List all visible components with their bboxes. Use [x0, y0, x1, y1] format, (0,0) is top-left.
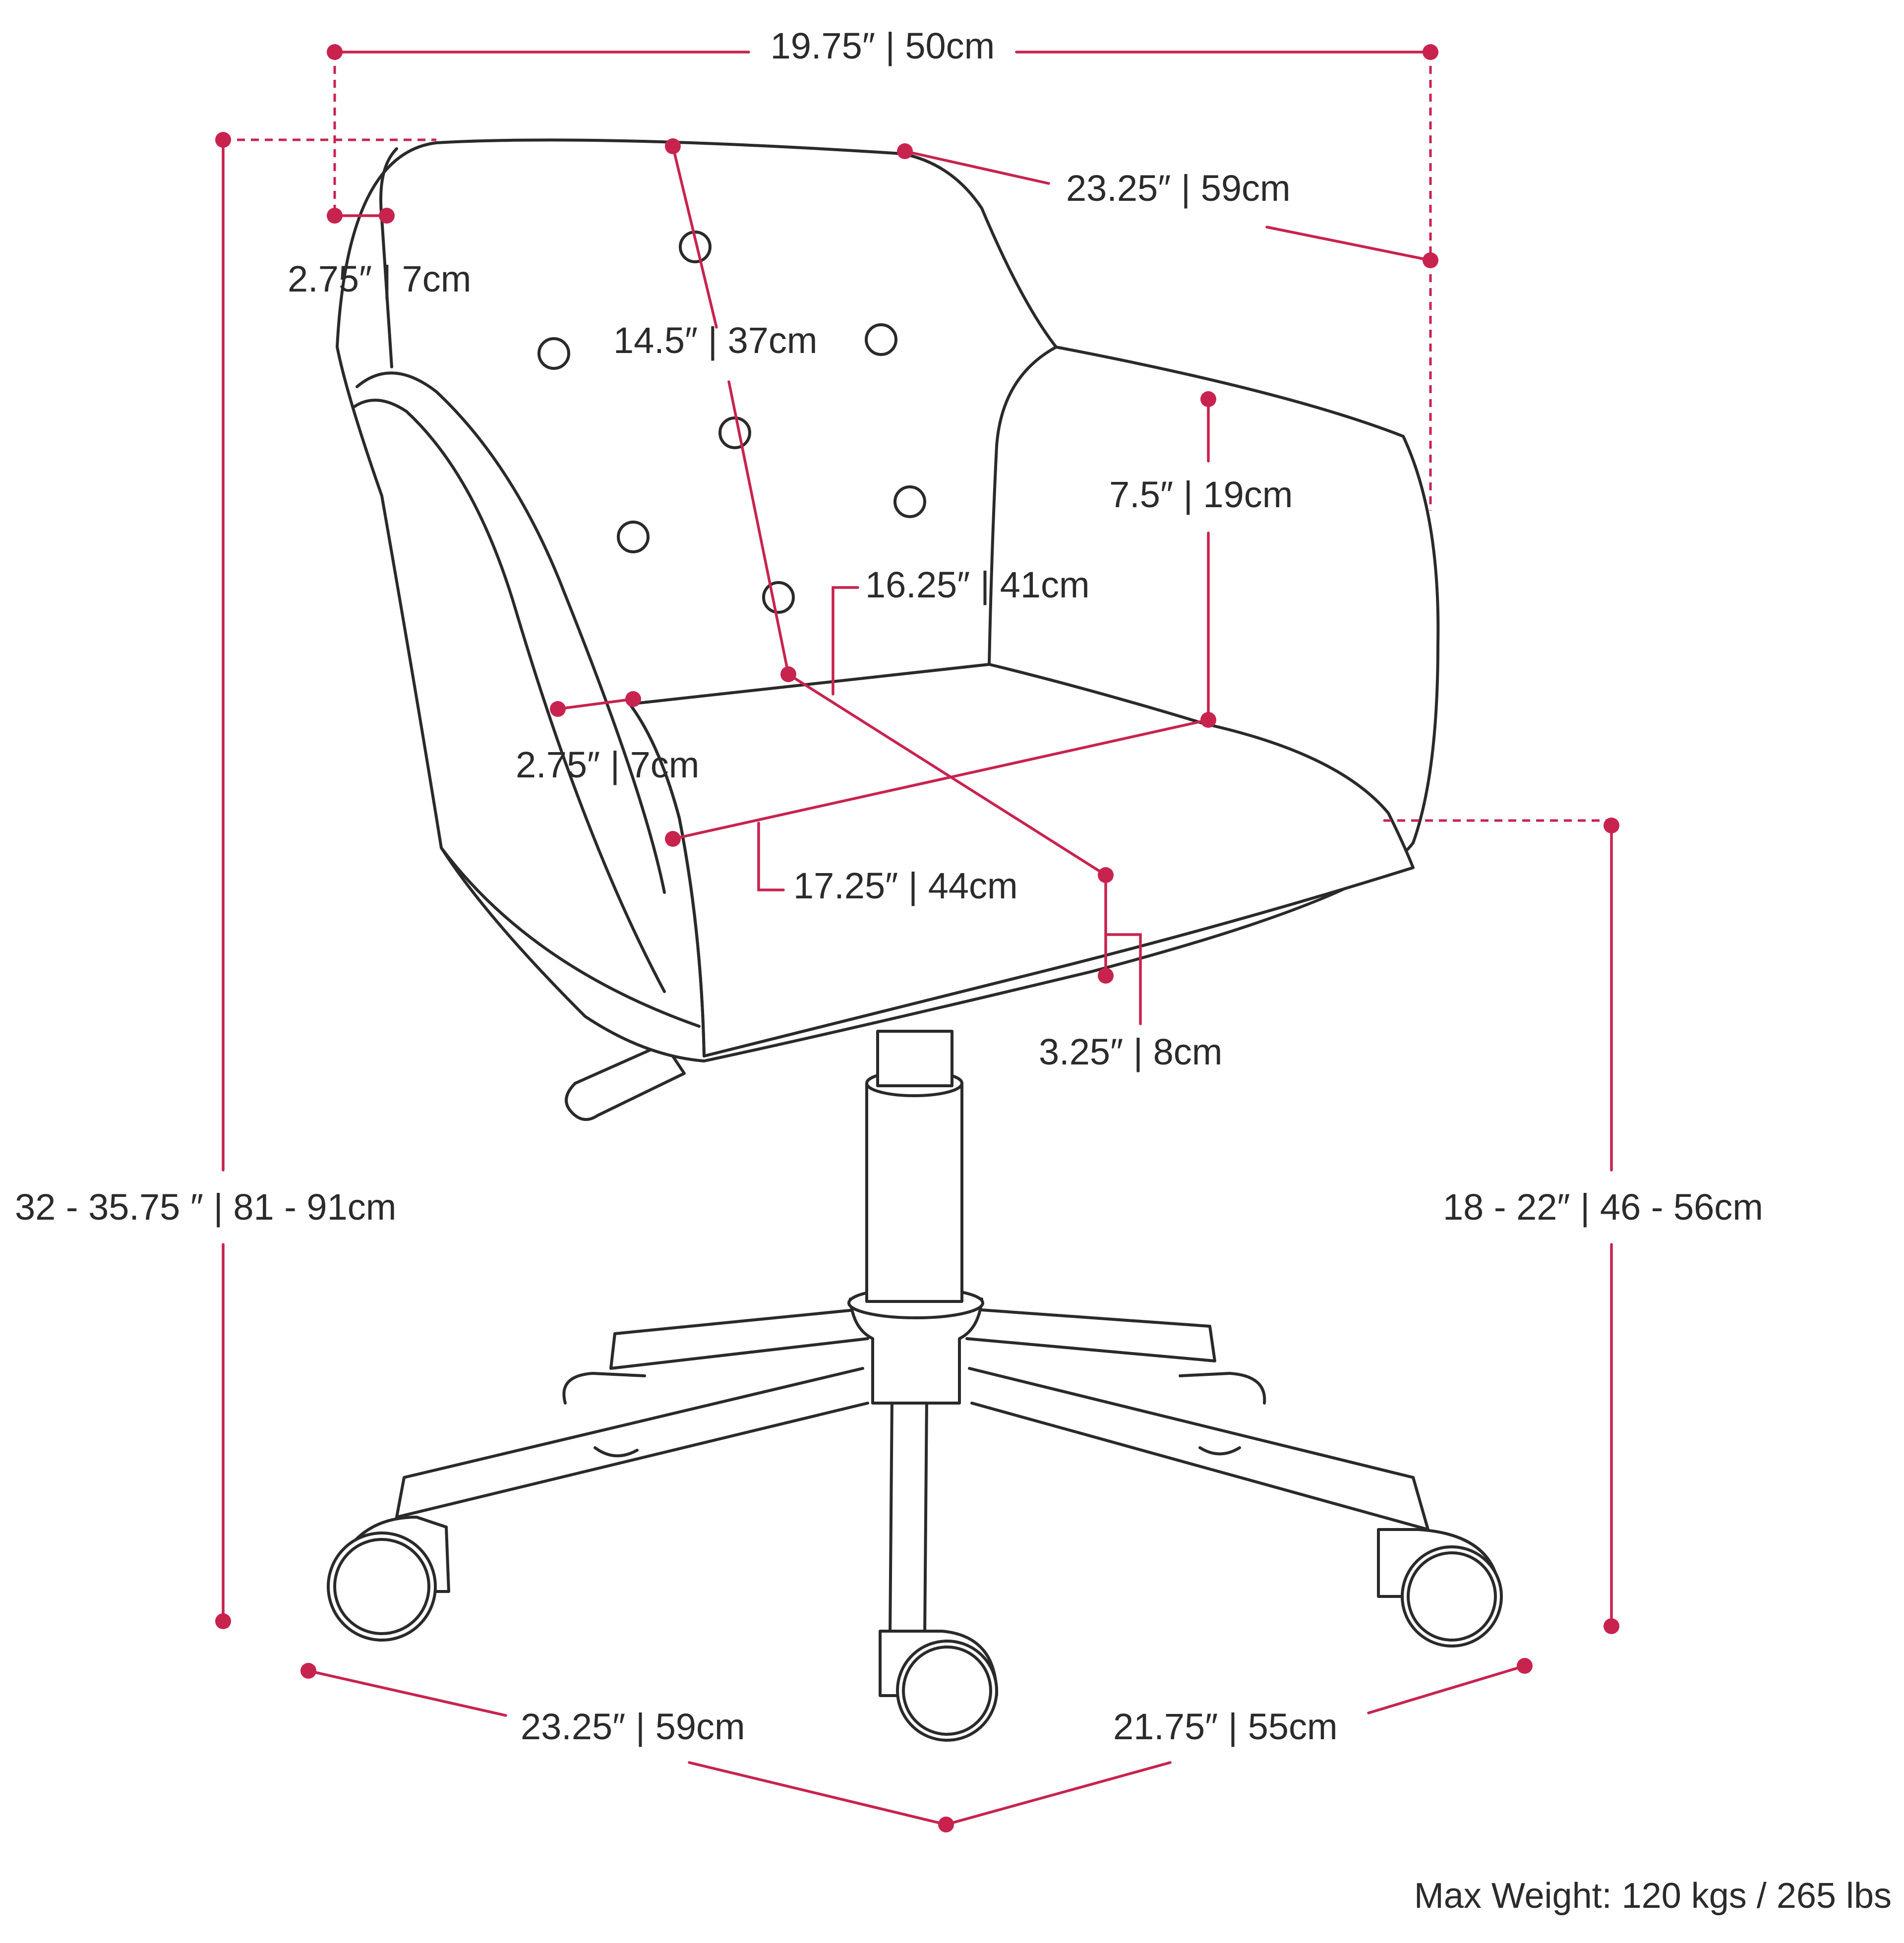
tufting-button-icon	[865, 323, 897, 356]
dimension-dot-icon	[1200, 712, 1216, 728]
tufting-button-icon	[679, 231, 712, 263]
dimension-dot-icon	[327, 208, 343, 224]
dimension-dot-icon	[1604, 818, 1619, 833]
dim-back-frame-width: 2.75″ | 7cm	[288, 258, 471, 299]
dimension-dot-icon	[550, 701, 566, 717]
dimension-dot-icon	[327, 44, 343, 60]
dim-base-left: 23.25″ | 59cm	[521, 1706, 745, 1747]
dimension-dot-icon	[379, 208, 395, 224]
dimension-dot-icon	[625, 691, 641, 707]
dimension-dot-icon	[938, 1817, 954, 1832]
dimension-dot-icon	[897, 143, 913, 159]
dim-base-right: 21.75″ | 55cm	[1113, 1706, 1338, 1747]
max-weight-note: Max Weight: 120 kgs / 265 lbs	[1414, 1876, 1892, 1916]
dimension-dot-icon	[1423, 44, 1438, 60]
dim-arm-height: 7.5″ | 19cm	[1109, 474, 1293, 515]
dim-seat-depth: 16.25″ | 41cm	[865, 564, 1090, 605]
dimension-dot-icon	[1604, 1618, 1619, 1634]
caster-wheel-icon	[1377, 1528, 1503, 1648]
dimension-labels: 19.75″ | 50cm 23.25″ | 59cm 2.75″ | 7cm …	[15, 25, 1892, 1916]
dimension-dot-icon	[1517, 1658, 1533, 1674]
tufting-button-icon	[617, 521, 650, 553]
dimension-lines	[215, 44, 1619, 1832]
dimension-dot-icon	[215, 132, 231, 148]
dimension-dot-icon	[780, 666, 796, 682]
dimension-dot-icon	[300, 1663, 316, 1679]
tufting-button-icon	[537, 337, 570, 370]
dimension-dot-icon	[665, 138, 681, 154]
dimension-dot-icon	[1200, 391, 1216, 407]
caster-wheel-icon	[327, 1516, 450, 1642]
dimension-dot-icon	[1098, 968, 1114, 984]
dimension-dot-icon	[665, 831, 681, 847]
tufting-button-icon	[718, 416, 751, 449]
dimension-dot-icon	[1098, 867, 1114, 883]
dim-seat-thickness: 3.25″ | 8cm	[1039, 1031, 1222, 1072]
dim-overall-height: 32 - 35.75 ″ | 81 - 91cm	[15, 1186, 396, 1228]
dimension-dot-icon	[1423, 252, 1438, 268]
dim-seat-width: 17.25″ | 44cm	[793, 865, 1018, 906]
caster-wheel-icon	[879, 1630, 998, 1742]
base-hub	[849, 1297, 983, 1405]
gas-cylinder	[865, 1030, 963, 1303]
dimension-dot-icon	[215, 1613, 231, 1629]
tufting-button-icon	[893, 485, 926, 518]
chair-illustration	[327, 138, 1503, 1742]
dim-arm-depth: 23.25″ | 59cm	[1066, 168, 1291, 209]
dim-side-frame-width: 2.75″ | 7cm	[516, 744, 699, 785]
tufting-button-icon	[762, 581, 795, 614]
dim-back-height: 14.5″ | 37cm	[613, 320, 818, 361]
dim-seat-height: 18 - 22″ | 46 - 56cm	[1443, 1186, 1763, 1228]
dim-top-width: 19.75″ | 50cm	[771, 25, 995, 66]
height-lever	[565, 1042, 686, 1121]
